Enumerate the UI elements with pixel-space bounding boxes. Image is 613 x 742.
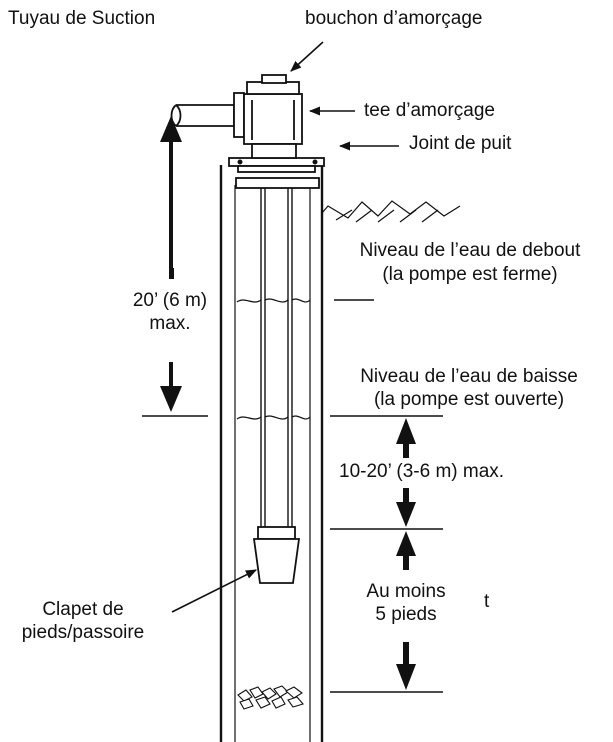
drawdown-level-label-line1: Niveau de l’eau de baisse	[360, 366, 578, 387]
max-lift-arrow-up	[160, 116, 182, 279]
static-level-label-line1: Niveau de l’eau de debout	[359, 240, 581, 261]
drawdown-range-label: 10-20’ (3-6 m) max.	[339, 461, 505, 482]
level-reference-lines	[142, 299, 443, 693]
foot-valve-label-line1: Clapet de	[42, 599, 124, 620]
drop-pipe	[260, 188, 293, 527]
drawdown-level-label-line2: (la pompe est ouverte)	[373, 389, 565, 410]
callout-pointers	[171, 41, 399, 613]
stray-mark: t	[484, 591, 490, 612]
ground-surface	[321, 200, 461, 223]
max-lift-label-line2: max.	[149, 313, 191, 334]
max-lift-arrow-down	[160, 362, 182, 412]
suction-pipe-label: Tuyau de Suction	[8, 8, 156, 29]
min-depth-arrows	[396, 531, 416, 690]
well-seal-label: Joint de puit	[409, 133, 512, 154]
priming-plug	[261, 74, 287, 84]
priming-tee-label: tee d’amorçage	[364, 100, 495, 121]
foot-valve-label-line2: pieds/passoire	[21, 622, 145, 643]
max-lift-label-line1: 20’ (6 m)	[132, 290, 208, 311]
well-casing	[219, 165, 324, 742]
min-depth-label-line2: 5 pieds	[375, 604, 437, 625]
static-level-label-line2: (la pompe est ferme)	[382, 264, 558, 285]
priming-tee	[233, 81, 303, 159]
suction-pipe	[170, 104, 235, 127]
water-level-waves	[236, 298, 311, 420]
min-depth-label-line1: Au moins	[366, 581, 446, 602]
priming-plug-label: bouchon d’amorçage	[305, 8, 483, 29]
well-seal	[228, 157, 325, 189]
drawdown-range-arrows	[396, 418, 416, 527]
foot-valve	[252, 526, 301, 584]
well-bottom-gravel	[237, 685, 304, 710]
